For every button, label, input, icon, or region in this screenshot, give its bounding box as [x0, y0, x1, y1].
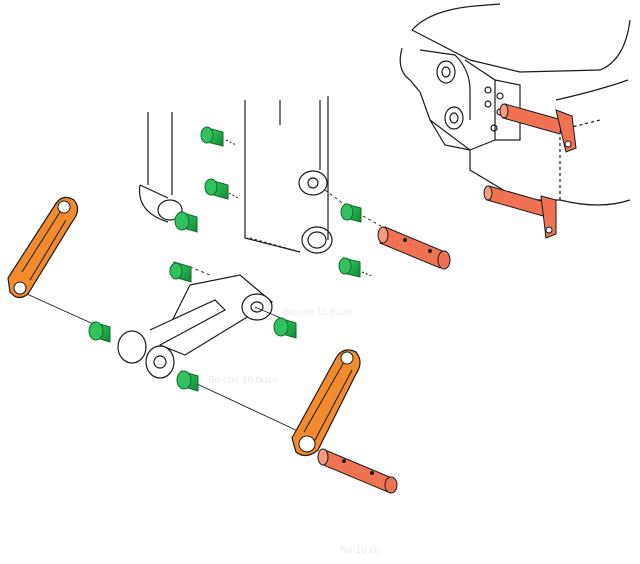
- bushing-4: [340, 203, 362, 223]
- bushing-1: [200, 126, 237, 147]
- watermark-1: Bo cbn 11 buzo: [283, 307, 352, 318]
- watermark-2: Bo cbn 10 buzo: [208, 375, 278, 386]
- pin-arm: [377, 226, 451, 270]
- bushing-7: [273, 317, 297, 339]
- bushing-9: [176, 370, 199, 392]
- bushing-3: [174, 211, 198, 233]
- pin-bucket-upper: [499, 103, 577, 153]
- bucket-frame: [399, 3, 631, 206]
- pin-link: [317, 448, 398, 494]
- rocker-link: [117, 274, 274, 379]
- bushing: [88, 126, 373, 392]
- bushing-6: [169, 261, 192, 283]
- bushing-8: [88, 321, 111, 343]
- watermark-3: No 10 cb: [340, 545, 381, 556]
- h-link-left: [7, 196, 79, 299]
- boom-arm: [138, 96, 333, 254]
- bushing-5: [338, 257, 373, 278]
- pin-bucket-lower: [483, 185, 557, 239]
- h-link-right: [291, 349, 361, 457]
- bushing-2: [204, 178, 239, 200]
